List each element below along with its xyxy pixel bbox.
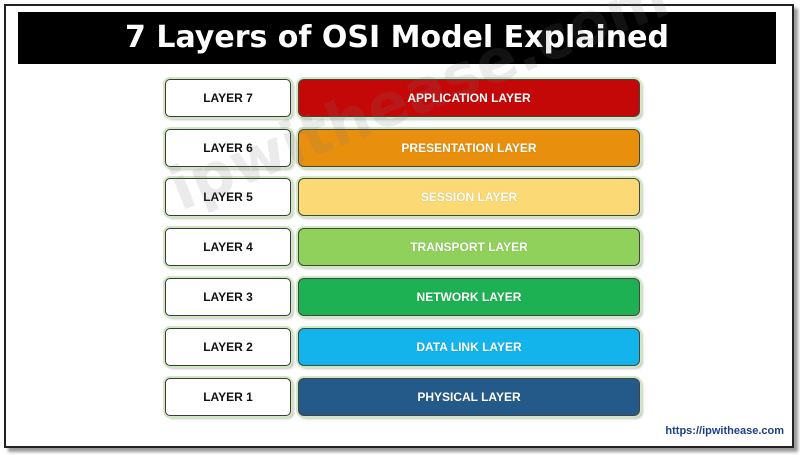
diagram-title: 7 Layers of OSI Model Explained: [18, 12, 776, 64]
layer-row: LAYER 1 PHYSICAL LAYER: [0, 378, 800, 418]
layer-row: LAYER 3 NETWORK LAYER: [0, 278, 800, 318]
layer-row: LAYER 2 DATA LINK LAYER: [0, 328, 800, 368]
layer-row: LAYER 6 PRESENTATION LAYER: [0, 129, 800, 169]
layer-number-label: LAYER 5: [165, 178, 291, 216]
layer-name-box: SESSION LAYER: [298, 178, 640, 216]
layer-name-box: DATA LINK LAYER: [298, 328, 640, 366]
layer-number-label: LAYER 3: [165, 278, 291, 316]
layer-number-label: LAYER 4: [165, 228, 291, 266]
diagram-frame: [4, 4, 794, 448]
layer-number-label: LAYER 7: [165, 79, 291, 117]
layer-name-box: PRESENTATION LAYER: [298, 129, 640, 167]
layer-row: LAYER 4 TRANSPORT LAYER: [0, 228, 800, 268]
layer-name-box: APPLICATION LAYER: [298, 79, 640, 117]
layer-name-box: PHYSICAL LAYER: [298, 378, 640, 416]
layer-name-box: NETWORK LAYER: [298, 278, 640, 316]
layer-name-box: TRANSPORT LAYER: [298, 228, 640, 266]
layer-number-label: LAYER 1: [165, 378, 291, 416]
layer-number-label: LAYER 6: [165, 129, 291, 167]
layer-row: LAYER 5 SESSION LAYER: [0, 178, 800, 218]
layer-row: LAYER 7 APPLICATION LAYER: [0, 79, 800, 119]
site-credit-link[interactable]: https://ipwithease.com: [665, 425, 784, 437]
layer-number-label: LAYER 2: [165, 328, 291, 366]
